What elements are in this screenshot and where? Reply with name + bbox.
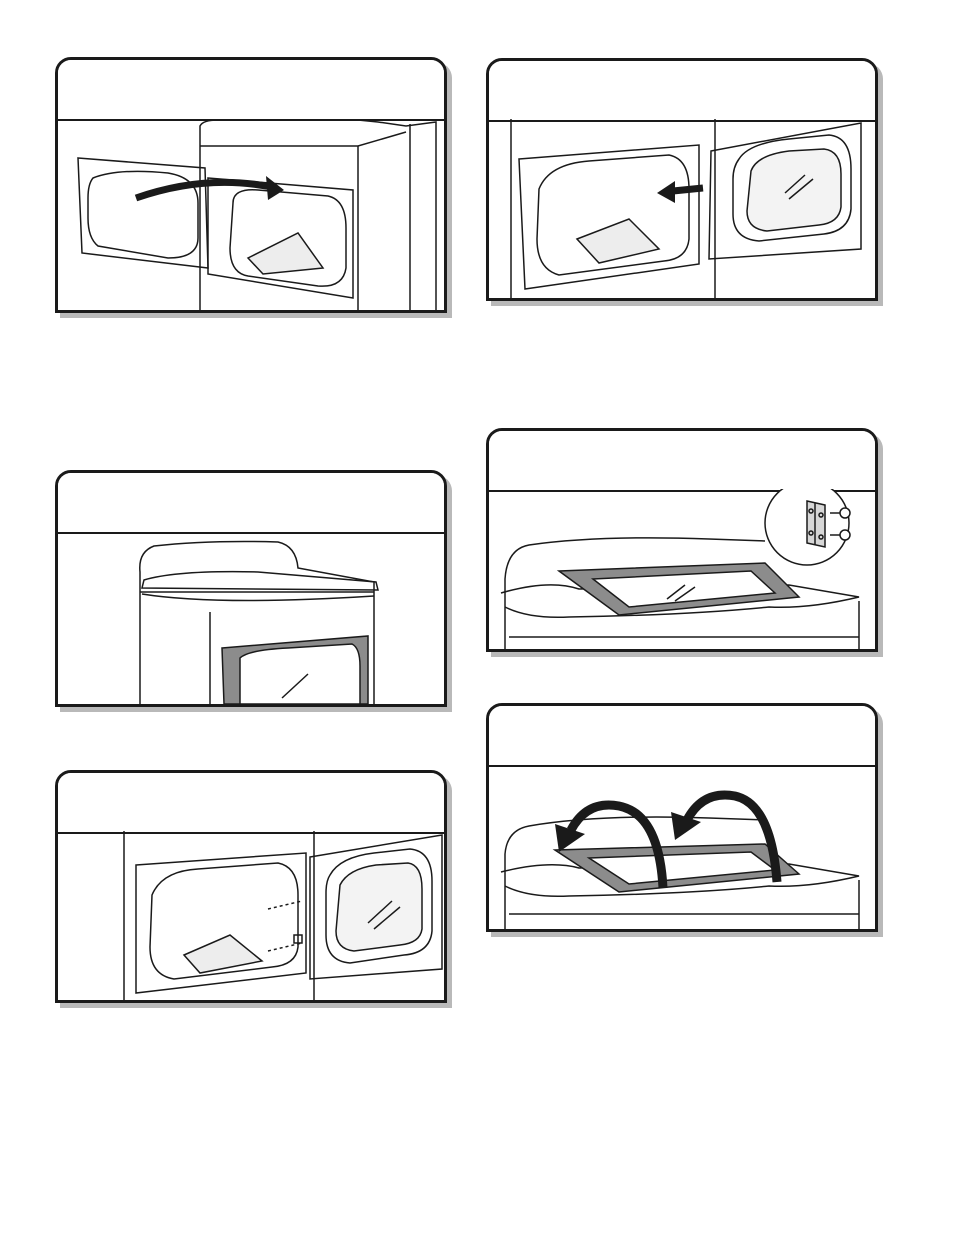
flip-door-illustration xyxy=(489,764,875,929)
hinge-detail-illustration xyxy=(489,489,875,649)
panel-header xyxy=(58,773,444,834)
illustration-panel-dryer-front xyxy=(55,470,447,707)
panel-header xyxy=(58,60,444,121)
hinge-alignment-illustration xyxy=(58,831,444,1000)
dryer-front-illustration xyxy=(58,532,444,704)
illustration-panel-hinge-detail xyxy=(486,428,878,652)
straight-arrow-icon xyxy=(673,188,703,191)
door-swing-illustration xyxy=(58,118,444,310)
panel-header xyxy=(489,61,875,122)
illustration-panel-door-swing xyxy=(55,57,447,313)
panel-header xyxy=(489,431,875,492)
illustration-panel-hinge-alignment xyxy=(55,770,447,1003)
panel-header xyxy=(58,473,444,534)
illustration-panel-flip-door xyxy=(486,703,878,932)
illustration-panel-lift-door xyxy=(486,58,878,301)
lift-door-illustration xyxy=(489,119,875,298)
hinge-icon xyxy=(807,501,825,547)
panel-header xyxy=(489,706,875,767)
